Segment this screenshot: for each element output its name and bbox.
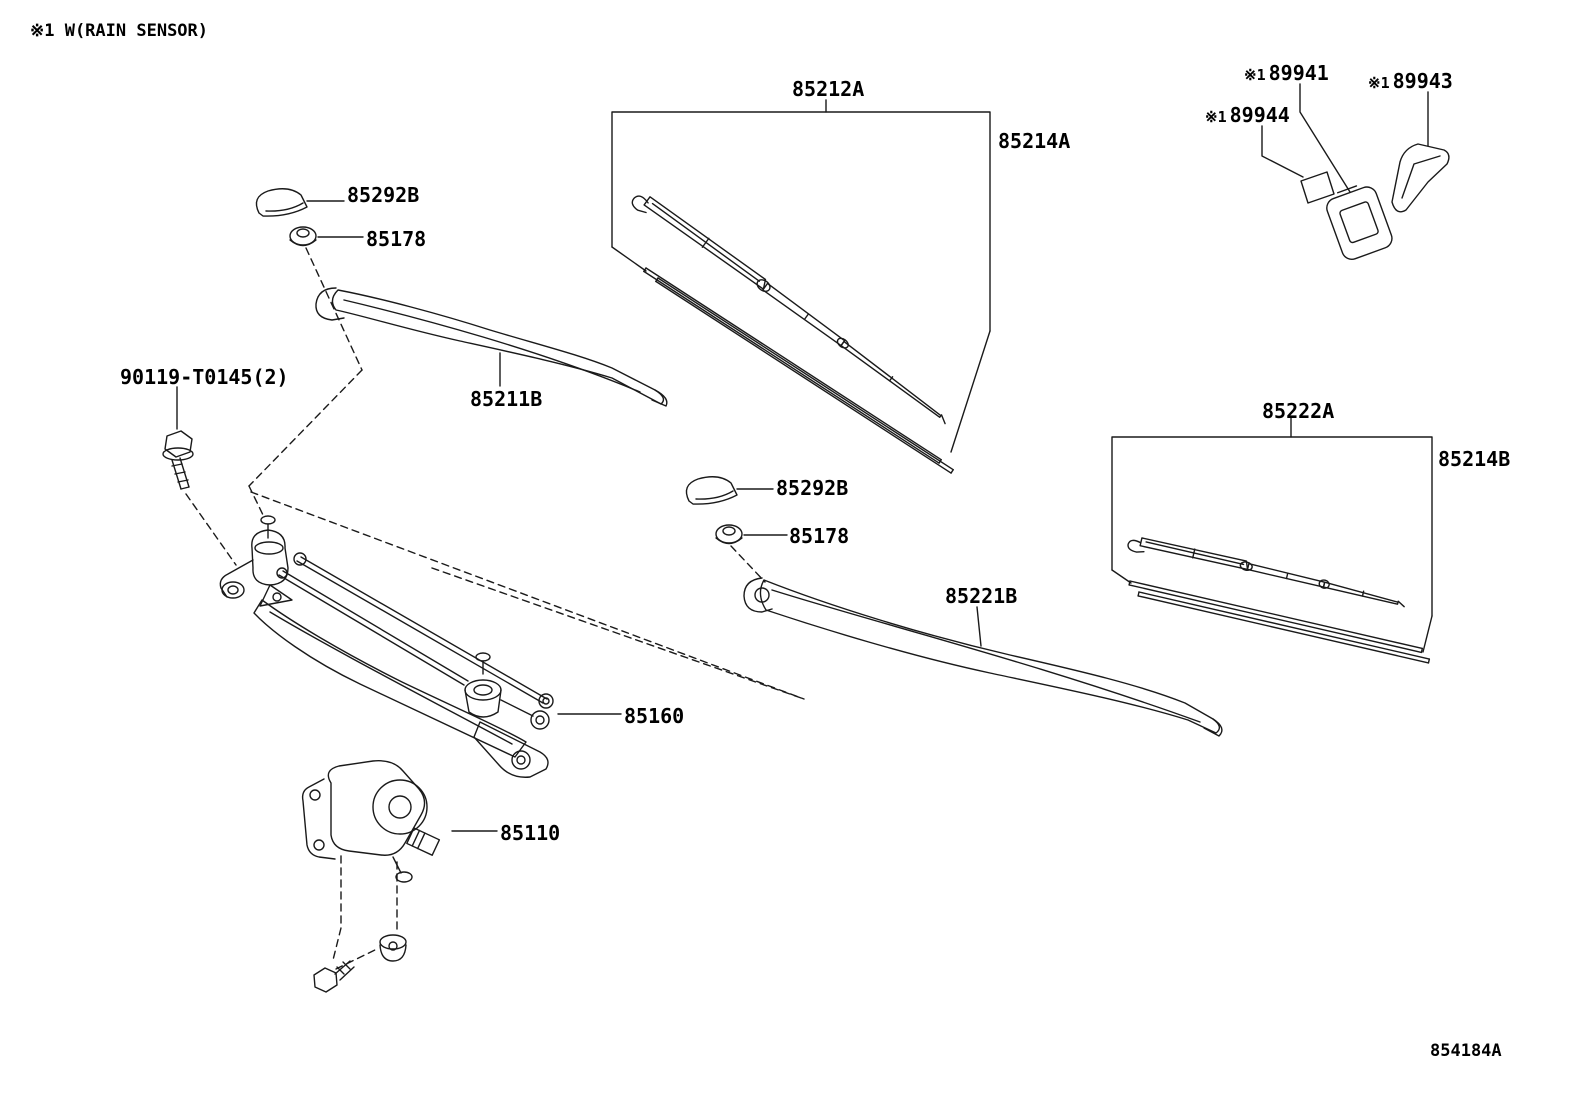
part-label-85292B-left: 85292B bbox=[347, 183, 420, 207]
part-label-89943-prefix: ※1 bbox=[1368, 74, 1390, 92]
part-label-85214A: 85214A bbox=[998, 129, 1071, 153]
wiper-arm-85211B bbox=[315, 287, 668, 407]
part-label-85212A: 85212A bbox=[792, 77, 865, 101]
part-label-85110: 85110 bbox=[500, 821, 561, 845]
pivot-cap-85292B-left bbox=[255, 188, 345, 217]
rubber-insert-85214B bbox=[1128, 580, 1431, 664]
part-label-89941-prefix: ※1 bbox=[1244, 66, 1266, 84]
part-label-85222A: 85222A bbox=[1262, 399, 1335, 423]
wiper-motor-85110 bbox=[301, 760, 498, 883]
part-label-85221B: 85221B bbox=[945, 584, 1018, 608]
wiper-arm-85221B bbox=[743, 577, 1223, 737]
wiper-link-assembly-85160 bbox=[219, 515, 622, 778]
wiper-blade-85222A bbox=[1127, 537, 1405, 608]
sensor-pad-89944 bbox=[1300, 171, 1335, 204]
part-label-89944-prefix: ※1 bbox=[1205, 108, 1227, 126]
part-label-85292B-right: 85292B bbox=[776, 476, 849, 500]
part-label-89943-number: 89943 bbox=[1392, 69, 1453, 93]
bracket-85212A bbox=[611, 99, 991, 453]
motor-grommet bbox=[379, 934, 407, 962]
nut-85178-left bbox=[289, 226, 364, 247]
rain-sensor-leader-lines bbox=[1261, 83, 1429, 193]
rain-sensor-89941 bbox=[1326, 185, 1393, 261]
part-label-85211B: 85211B bbox=[470, 387, 543, 411]
sensor-cover-89943 bbox=[1391, 143, 1450, 213]
rain-sensor-note: ※1 W(RAIN SENSOR) bbox=[30, 21, 209, 41]
rubber-insert-85214A bbox=[643, 267, 954, 474]
pivot-cap-85292B-right bbox=[685, 476, 774, 505]
part-label-90119-T0145: 90119-T0145(2) bbox=[120, 365, 289, 389]
wiper-blade-85212A bbox=[631, 195, 946, 425]
part-label-89941-number: 89941 bbox=[1268, 61, 1329, 85]
nut-85178-right bbox=[715, 524, 788, 545]
part-label-89944-number: 89944 bbox=[1229, 103, 1290, 127]
drawing-number: 854184A bbox=[1430, 1041, 1502, 1061]
motor-bolt bbox=[313, 960, 355, 993]
bracket-85222A bbox=[1111, 417, 1433, 653]
part-label-85178-left: 85178 bbox=[366, 227, 427, 251]
part-label-85178-right: 85178 bbox=[789, 524, 850, 548]
bolt-90119 bbox=[162, 386, 194, 490]
part-label-85160: 85160 bbox=[624, 704, 685, 728]
part-label-85214B: 85214B bbox=[1438, 447, 1511, 471]
alignment-dashed-lines bbox=[185, 247, 805, 970]
